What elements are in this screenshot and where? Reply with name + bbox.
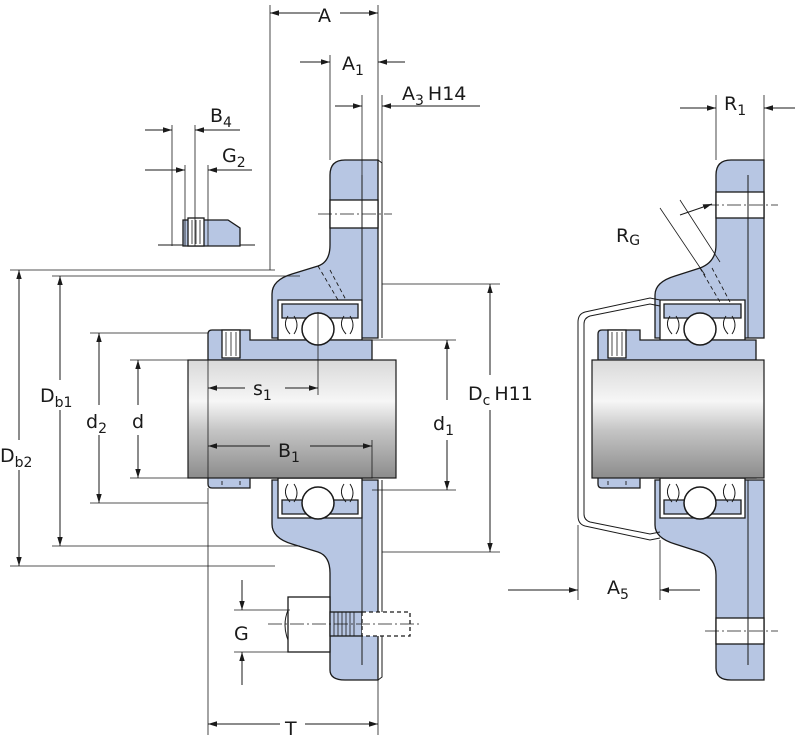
dim-d: d xyxy=(132,411,144,433)
right-dimension-lines xyxy=(508,95,795,600)
dim-a5: A5 xyxy=(607,577,629,603)
left-section-view xyxy=(187,159,420,681)
dim-db1: Db1 xyxy=(40,385,72,411)
dim-t: T xyxy=(284,718,297,740)
left-dimension-lines xyxy=(10,5,500,735)
dim-r1: R1 xyxy=(724,93,746,119)
dim-b1: B1 xyxy=(278,440,300,466)
dim-db2: Db2 xyxy=(0,445,32,471)
dim-g2: G2 xyxy=(222,145,246,171)
dim-d1: d1 xyxy=(433,413,454,439)
dim-a1: A1 xyxy=(342,53,364,79)
dim-g: G xyxy=(234,623,249,645)
dim-b4: B4 xyxy=(210,105,232,131)
dim-d2: d2 xyxy=(86,411,107,437)
dim-a: A xyxy=(318,5,331,27)
collar-detail xyxy=(145,125,255,247)
dim-rg: RG xyxy=(616,225,640,249)
dim-s1: s1 xyxy=(253,378,272,404)
right-section-view xyxy=(577,159,778,681)
